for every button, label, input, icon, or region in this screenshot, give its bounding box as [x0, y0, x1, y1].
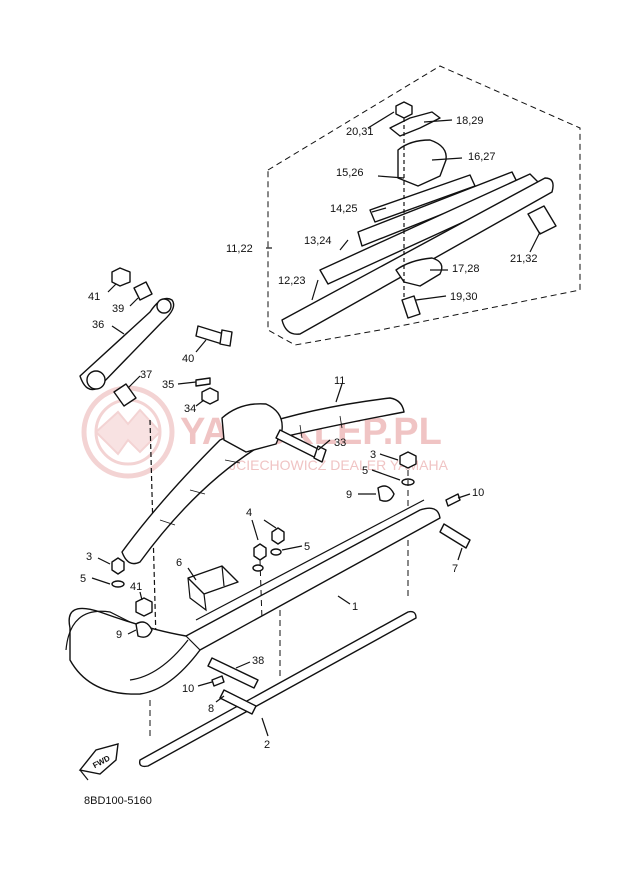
- collar-37: [113, 383, 137, 407]
- clamp-plate-18-29: [389, 111, 441, 137]
- callout-39: 39: [112, 303, 124, 315]
- nut-3-right: [399, 451, 417, 469]
- ski-1: [68, 507, 441, 695]
- nut-4-b: [271, 527, 285, 545]
- bolt-40-head: [219, 329, 233, 347]
- callout-9-left: 9: [116, 629, 122, 641]
- callout-40: 40: [182, 353, 194, 365]
- bolt-33-head: [313, 445, 327, 463]
- bushing-21-32: [527, 205, 557, 235]
- bushing-39: [133, 281, 153, 301]
- collar-9-right: [377, 485, 395, 502]
- bracket-6: [187, 565, 239, 595]
- pin-10-right: [445, 493, 461, 507]
- washer-5-left: [111, 580, 125, 588]
- collar-9-left: [135, 621, 153, 638]
- washer-5-b: [270, 548, 282, 556]
- callout-35: 35: [162, 379, 174, 391]
- callout-5-mid: 5: [304, 541, 310, 553]
- fwd-direction-badge: FWD: [78, 743, 119, 781]
- nut-20-31: [395, 101, 413, 119]
- callout-10-left: 10: [182, 683, 194, 695]
- callout-15-26: 15,26: [336, 167, 364, 179]
- callout-8: 8: [208, 703, 214, 715]
- callout-13-24: 13,24: [304, 235, 332, 247]
- callout-33: 33: [334, 437, 346, 449]
- leaf-spring-kit: [281, 101, 557, 335]
- shock-eye-lower: [86, 370, 106, 390]
- callout-21-32: 21,32: [510, 253, 538, 265]
- callout-4: 4: [246, 507, 252, 519]
- nut-41-lower: [135, 597, 153, 617]
- callout-9-right: 9: [346, 489, 352, 501]
- leader-lines: [91, 111, 541, 737]
- watermark-tagline: WOJCIECHOWICZ DEALER YAMAHA: [205, 457, 449, 473]
- nut-4-a: [253, 543, 267, 561]
- shock-eye-upper: [156, 298, 172, 314]
- callout-10-right: 10: [472, 487, 484, 499]
- callout-5-left: 5: [80, 573, 86, 585]
- nut-34: [201, 387, 219, 405]
- callout-41-lower: 41: [130, 581, 142, 593]
- nut-3-left: [111, 557, 125, 575]
- callout-6: 6: [176, 557, 182, 569]
- callout-7: 7: [452, 563, 458, 575]
- callout-14-25: 14,25: [330, 203, 358, 215]
- callout-5-right: 5: [362, 465, 368, 477]
- callout-11: 11: [334, 375, 345, 387]
- bolt-38: [207, 657, 259, 689]
- seat-17-28: [395, 257, 443, 287]
- callout-34: 34: [184, 403, 196, 415]
- pin-10-left: [211, 675, 225, 687]
- bolt-19-30: [401, 295, 421, 319]
- callout-3-right: 3: [370, 449, 376, 461]
- bolt-8: [219, 689, 257, 715]
- runner-2: [138, 610, 417, 768]
- callout-labels: 20,31 18,29 16,27 15,26 14,25 13,24 11,2…: [80, 115, 538, 751]
- callout-19-30: 19,30: [450, 291, 478, 303]
- bolt-7: [439, 523, 471, 549]
- callout-1: 1: [352, 601, 358, 613]
- bracket-16-27: [397, 139, 447, 187]
- ski-assembly: [65, 397, 471, 768]
- spring-bracket: [221, 403, 283, 453]
- callout-11-22: 11,22: [226, 243, 253, 255]
- callout-20-31: 20,31: [346, 126, 374, 138]
- leaf-12-23: [281, 177, 554, 335]
- callout-17-28: 17,28: [452, 263, 480, 275]
- callout-18-29: 18,29: [456, 115, 484, 127]
- fwd-arrow-icon: [78, 743, 119, 775]
- callout-41-top: 41: [88, 291, 100, 303]
- pin-35: [195, 377, 211, 387]
- callout-2: 2: [264, 739, 270, 751]
- washer-5-a: [252, 564, 264, 572]
- callout-12-23: 12,23: [278, 275, 306, 287]
- callout-3-left: 3: [86, 551, 92, 563]
- shock-absorber-group: [79, 267, 233, 641]
- kit-boundary-outline: [267, 65, 581, 346]
- figure-code: 8BD100-5160: [84, 795, 152, 807]
- ski-tip-loop: [65, 610, 131, 651]
- callout-36: 36: [92, 319, 104, 331]
- callout-16-27: 16,27: [468, 151, 496, 163]
- callout-37: 37: [140, 369, 152, 381]
- callout-38: 38: [252, 655, 264, 667]
- nut-41-top: [111, 267, 131, 287]
